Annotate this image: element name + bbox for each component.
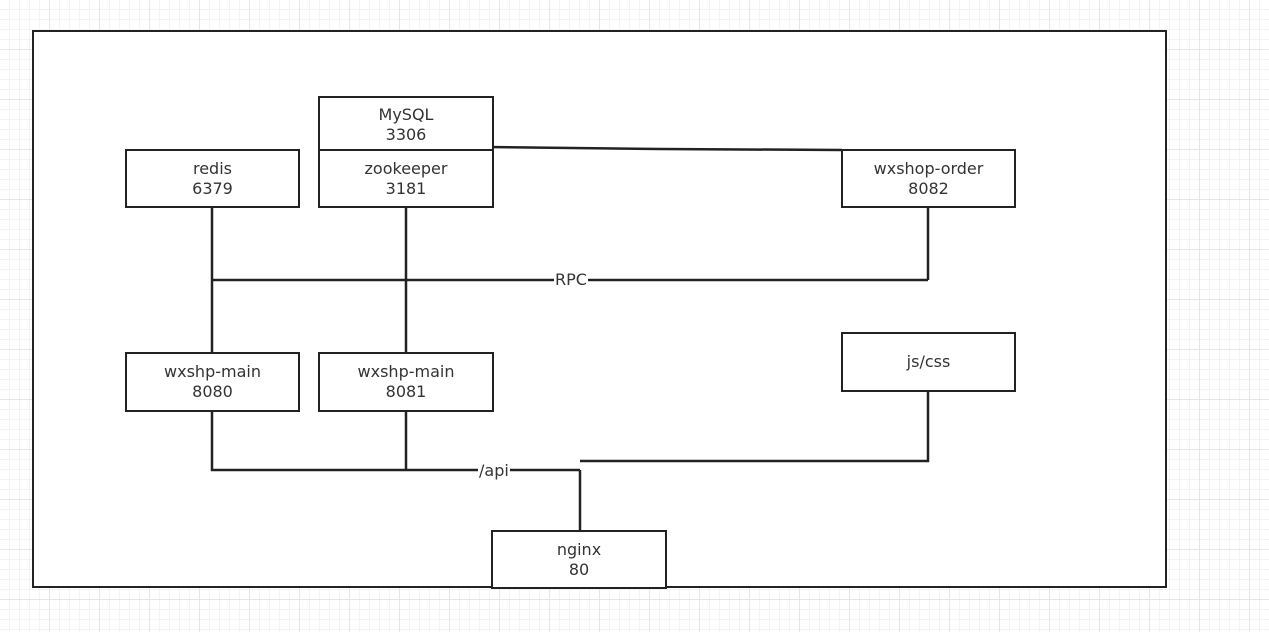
edge-main1-api [210,410,580,472]
nginx-name: nginx [556,539,602,559]
jscss-node: js/css [841,332,1016,392]
api-label: /api [478,461,510,480]
nginx-port: 80 [568,559,590,579]
wxshp-main-8080-node: wxshp-main 8080 [125,352,300,412]
wxshp-main-8081-name: wxshp-main [357,362,455,381]
edge-mysql-order [487,145,843,152]
wxshop-order-port: 8082 [908,178,949,198]
zookeeper-name: zookeeper [364,158,448,178]
wxshp-main-8080-port: 8080 [192,382,233,401]
wxshp-main-8080-name: wxshp-main [164,362,261,381]
wxshop-order-name: wxshop-order [873,158,984,178]
edge-jscss-nginx [580,390,930,463]
mysql-node: MySQL 3306 [318,96,494,154]
wxshop-order-node: wxshop-order 8082 [841,149,1016,208]
zookeeper-port: 3181 [385,178,427,198]
system-boundary [32,30,1167,588]
redis-node: redis 6379 [125,149,300,208]
zookeeper-node: zookeeper 3181 [318,149,494,208]
nginx-node: nginx 80 [491,530,667,589]
mysql-port: 3306 [385,125,427,144]
wxshp-main-8081-port: 8081 [385,382,427,401]
wxshp-main-8081-node: wxshp-main 8081 [318,352,494,412]
redis-name: redis [192,158,232,178]
rpc-label: RPC [554,270,588,289]
mysql-name: MySQL [378,105,434,124]
jscss-name: js/css [906,352,951,371]
redis-port: 6379 [192,178,233,198]
